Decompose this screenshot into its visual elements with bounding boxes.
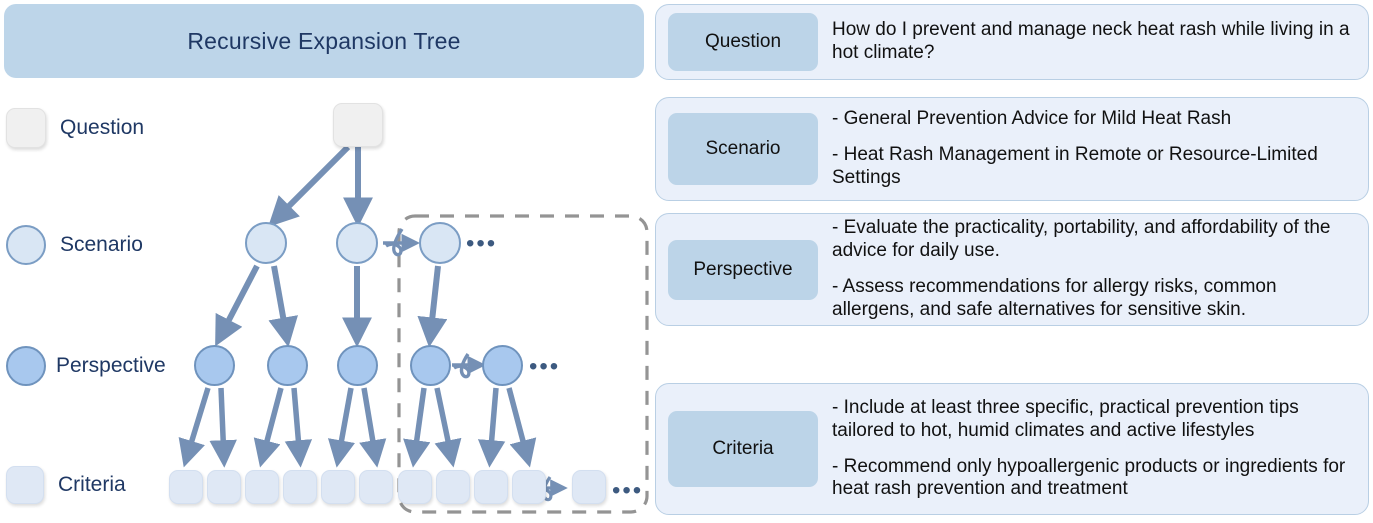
- card-chip-scenario: Scenario: [668, 113, 818, 185]
- tree-node-criteria-2[interactable]: [207, 470, 241, 504]
- card-line: - General Prevention Advice for Mild Hea…: [832, 108, 1232, 130]
- tree-node-perspective-2[interactable]: [267, 345, 308, 386]
- card-line: - Recommend only hypoallergenic products…: [832, 455, 1346, 500]
- card-body-perspective: - Evaluate the practicality, portability…: [832, 217, 1358, 321]
- tree-node-perspective-4[interactable]: [410, 345, 451, 386]
- tree-node-question-root[interactable]: [333, 103, 383, 147]
- card-scenario[interactable]: Scenario - General Prevention Advice for…: [655, 97, 1369, 201]
- legend-label-scenario: Scenario: [60, 233, 143, 256]
- card-criteria[interactable]: Criteria - Include at least three specif…: [655, 383, 1369, 515]
- card-line: - Evaluate the practicality, portability…: [832, 217, 1331, 262]
- recursion-arrow-perspective: [452, 353, 487, 379]
- tree-node-perspective-1[interactable]: [194, 345, 235, 386]
- tree-node-criteria-10[interactable]: [512, 470, 546, 504]
- legend-label-criteria: Criteria: [58, 473, 126, 496]
- tree-node-scenario-1[interactable]: [245, 222, 287, 264]
- ellipsis-perspective: •••: [529, 353, 561, 380]
- recursion-arrow-scenario: [383, 228, 421, 257]
- tree-node-criteria-11[interactable]: [572, 470, 606, 504]
- tree-node-criteria-6[interactable]: [359, 470, 393, 504]
- tree-edges-layer: [178, 144, 649, 514]
- card-chip-question: Question: [668, 13, 818, 71]
- card-body-scenario: - General Prevention Advice for Mild Hea…: [832, 108, 1358, 189]
- card-line: - Heat Rash Management in Remote or Reso…: [832, 144, 1318, 188]
- content-cards-panel: Question How do I prevent and manage nec…: [655, 0, 1373, 523]
- tree-node-scenario-3[interactable]: [419, 222, 461, 264]
- tree-node-perspective-5[interactable]: [482, 345, 523, 386]
- card-chip-criteria: Criteria: [668, 411, 818, 487]
- panel-title-bar: Recursive Expansion Tree: [4, 4, 644, 78]
- ellipsis-criteria: •••: [612, 477, 644, 504]
- expansion-region-box: [397, 214, 649, 514]
- tree-node-perspective-3[interactable]: [337, 345, 378, 386]
- tree-node-criteria-1[interactable]: [169, 470, 203, 504]
- card-chip-perspective: Perspective: [668, 239, 818, 300]
- legend-label-question: Question: [60, 116, 145, 139]
- question-node-icon: [6, 108, 46, 148]
- card-perspective[interactable]: Perspective - Evaluate the practicality,…: [655, 213, 1369, 326]
- page-title: Recursive Expansion Tree: [187, 27, 461, 54]
- recursive-expansion-tree-panel: Recursive Expansion Tree: [0, 0, 650, 523]
- tree-node-criteria-9[interactable]: [474, 470, 508, 504]
- legend-item-criteria[interactable]: Criteria: [6, 466, 126, 504]
- card-body-criteria: - Include at least three specific, pract…: [832, 397, 1358, 501]
- tree-node-scenario-2[interactable]: [336, 222, 378, 264]
- card-line: - Assess recommendations for allergy ris…: [832, 276, 1277, 320]
- card-body-question: How do I prevent and manage neck heat ra…: [832, 19, 1358, 65]
- legend-item-perspective[interactable]: Perspective: [6, 346, 166, 386]
- perspective-node-icon: [6, 346, 46, 386]
- tree-node-criteria-5[interactable]: [321, 470, 355, 504]
- legend-item-scenario[interactable]: Scenario: [6, 225, 143, 265]
- card-line: - Include at least three specific, pract…: [832, 396, 1299, 441]
- tree-node-criteria-8[interactable]: [436, 470, 470, 504]
- tree-node-criteria-4[interactable]: [283, 470, 317, 504]
- card-line: How do I prevent and manage neck heat ra…: [832, 19, 1350, 63]
- card-question[interactable]: Question How do I prevent and manage nec…: [655, 4, 1369, 80]
- criteria-node-icon: [6, 466, 44, 504]
- scenario-node-icon: [6, 225, 46, 265]
- ellipsis-scenario: •••: [466, 230, 498, 257]
- tree-node-criteria-3[interactable]: [245, 470, 279, 504]
- tree-node-criteria-7[interactable]: [398, 470, 432, 504]
- legend-label-perspective: Perspective: [56, 354, 166, 377]
- legend-item-question[interactable]: Question: [6, 108, 144, 148]
